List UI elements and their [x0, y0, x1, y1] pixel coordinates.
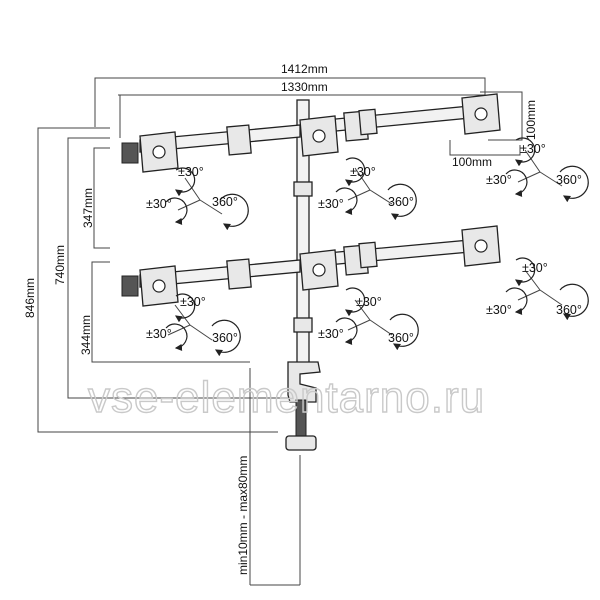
rotate-label: 360° — [212, 331, 238, 345]
rotation-indicator-lower-left: ±30° ±30° 360° — [146, 293, 241, 357]
swivel-label: ±30° — [318, 197, 344, 211]
dim-height-mid: 740mm — [53, 245, 67, 285]
vesa-plate-upper-right — [461, 93, 501, 135]
tilt-label: ±30° — [522, 261, 548, 275]
swivel-label: ±30° — [486, 173, 512, 187]
swivel-label: ±30° — [486, 303, 512, 317]
rotation-indicator-upper-center: ±30° ±30° 360° — [318, 157, 417, 221]
pole — [293, 99, 313, 366]
swivel-label: ±30° — [318, 327, 344, 341]
tilt-label: ±30° — [180, 295, 206, 309]
vesa-plate-lower-right — [461, 225, 501, 267]
rotate-label: 360° — [556, 303, 582, 317]
rotate-label: 360° — [388, 331, 414, 345]
dim-vesa-width: 100mm — [452, 155, 492, 169]
tilt-label: ±30° — [520, 142, 546, 156]
vesa-plate-lower-center — [299, 249, 339, 291]
dim-total-width: 1412mm — [281, 62, 328, 76]
tilt-label: ±30° — [178, 165, 204, 179]
rotation-indicator-upper-right: ±30° ±30° 360° — [486, 137, 589, 203]
vesa-plate-upper-center — [299, 115, 339, 157]
rotate-label: 360° — [556, 173, 582, 187]
tilt-label: ±30° — [350, 165, 376, 179]
swivel-label: ±30° — [146, 197, 172, 211]
rotate-label: 360° — [212, 195, 238, 209]
lower-arm-assembly — [121, 239, 471, 297]
dim-height-upper: 347mm — [81, 188, 95, 228]
dimension-lines — [37, 77, 523, 586]
dim-clamp-range: min10mm - max80mm — [236, 456, 250, 575]
vesa-plate-lower-left — [139, 265, 179, 307]
desk-clamp — [285, 361, 321, 451]
rotation-indicator-lower-right: ±30° ±30° 360° — [486, 257, 589, 321]
tilt-label: ±30° — [356, 295, 382, 309]
dim-height-lower: 344mm — [79, 315, 93, 355]
dim-inner-width: 1330mm — [281, 80, 328, 94]
rotation-indicator-upper-left: ±30° ±30° 360° — [146, 165, 249, 231]
swivel-label: ±30° — [146, 327, 172, 341]
dim-height-total: 846mm — [23, 278, 37, 318]
rotation-indicator-lower-center: ±30° ±30° 360° — [318, 287, 419, 351]
rotate-label: 360° — [388, 195, 414, 209]
upper-arm-assembly — [121, 105, 471, 164]
vesa-plate-upper-left — [139, 131, 179, 173]
watermark: vse-elementarno.ru — [88, 373, 485, 422]
dim-vesa-height: 100mm — [524, 100, 538, 140]
